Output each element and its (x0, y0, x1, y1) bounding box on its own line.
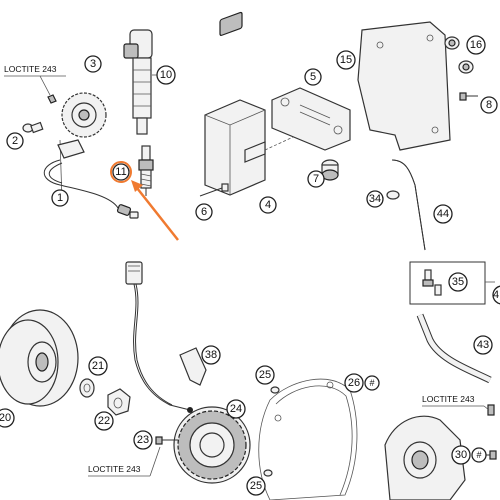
washer-bolt-2 (22, 121, 44, 134)
mounting-bracket (271, 87, 351, 151)
dowel-25 (263, 386, 280, 477)
callout-22: 22 (94, 411, 114, 431)
svg-text:3: 3 (90, 58, 96, 70)
svg-text:25: 25 (259, 369, 271, 381)
svg-text:11: 11 (115, 166, 126, 178)
svg-text:44: 44 (437, 208, 449, 220)
flywheel-nut (107, 388, 131, 416)
callout-34: 34 (366, 190, 384, 208)
callout-26: 26 # (344, 373, 380, 393)
callout-4-right: 4 (492, 285, 500, 305)
svg-text:8: 8 (486, 99, 492, 111)
svg-text:22: 22 (98, 415, 110, 427)
cdi-unit (204, 11, 266, 196)
svg-text:LOCTITE 243: LOCTITE 243 (4, 64, 57, 74)
pickup-sensor (43, 139, 139, 219)
svg-text:26: 26 (348, 377, 360, 389)
svg-text:43: 43 (477, 339, 489, 351)
rubber-bushing (321, 159, 339, 181)
callout-23: 23 (133, 430, 153, 450)
callout-3: 3 (84, 55, 102, 73)
callout-4: 4 (259, 196, 277, 214)
flywheel (0, 309, 79, 407)
bolt-loctite-right (487, 404, 495, 416)
svg-text:#: # (369, 378, 374, 388)
mounting-plate (357, 21, 451, 151)
bolt-small (47, 94, 57, 104)
callout-15: 15 (336, 50, 356, 70)
svg-text:LOCTITE 243: LOCTITE 243 (88, 464, 141, 474)
callout-44: 44 (433, 204, 453, 224)
svg-text:25: 25 (250, 480, 262, 492)
callout-10: 10 (156, 65, 176, 85)
callout-6: 6 (195, 203, 213, 221)
svg-text:LOCTITE 243: LOCTITE 243 (422, 394, 475, 404)
trigger-wheel (59, 92, 107, 201)
callout-35: 35 (448, 272, 468, 292)
svg-text:2: 2 (12, 135, 18, 147)
svg-text:24: 24 (230, 403, 242, 415)
lower-hose (416, 313, 492, 384)
svg-text:15: 15 (340, 54, 352, 66)
callout-43: 43 (473, 335, 493, 355)
callout-2: 2 (6, 132, 24, 150)
washer-21 (79, 378, 95, 398)
svg-text:35: 35 (452, 276, 464, 288)
svg-text:6: 6 (201, 206, 207, 218)
svg-text:21: 21 (92, 360, 104, 372)
svg-text:4: 4 (493, 289, 499, 301)
svg-text:23: 23 (137, 434, 149, 446)
svg-text:30: 30 (455, 449, 467, 461)
callout-20: 20 (0, 408, 15, 428)
loctite-label-bottom: LOCTITE 243 (88, 446, 161, 477)
callout-25-top: 25 (255, 365, 275, 385)
screw-6 (199, 183, 229, 197)
svg-text:4: 4 (265, 199, 271, 211)
stator-connector (125, 261, 191, 411)
svg-text:34: 34 (369, 193, 381, 205)
screw-8 (459, 92, 478, 101)
callout-7: 7 (307, 170, 325, 188)
orange-pointer-arrow (131, 180, 179, 241)
stator-screw-23 (155, 436, 178, 445)
vent-hose (391, 159, 426, 251)
callout-16: 16 (466, 35, 486, 55)
callout-30: 30 # (451, 445, 487, 465)
svg-text:10: 10 (160, 69, 172, 81)
cover-gasket (258, 378, 358, 500)
svg-text:5: 5 (310, 71, 316, 83)
callout-1: 1 (51, 189, 69, 207)
callout-21: 21 (88, 356, 108, 376)
callout-24: 24 (226, 399, 246, 419)
callout-25-bottom: 25 (246, 476, 266, 496)
svg-text:#: # (476, 450, 481, 460)
stator (173, 406, 251, 484)
callout-11-highlighted: 11 (110, 161, 132, 183)
svg-text:38: 38 (205, 349, 217, 361)
loctite-label-top: LOCTITE 243 (4, 64, 66, 96)
grommets (444, 36, 474, 74)
loctite-label-right: LOCTITE 243 (422, 394, 490, 411)
ignition-coil (123, 29, 153, 135)
pump-cover (384, 415, 466, 500)
hose-clamp-34 (386, 190, 400, 200)
callout-5: 5 (304, 68, 322, 86)
svg-text:20: 20 (0, 412, 11, 424)
spark-plug (138, 145, 154, 196)
grommet-38 (179, 347, 207, 386)
valve-detail-box (409, 261, 486, 305)
svg-text:16: 16 (470, 39, 482, 51)
callout-38: 38 (201, 345, 221, 365)
callout-8: 8 (480, 96, 498, 114)
svg-text:7: 7 (313, 173, 319, 185)
svg-text:1: 1 (57, 192, 63, 204)
